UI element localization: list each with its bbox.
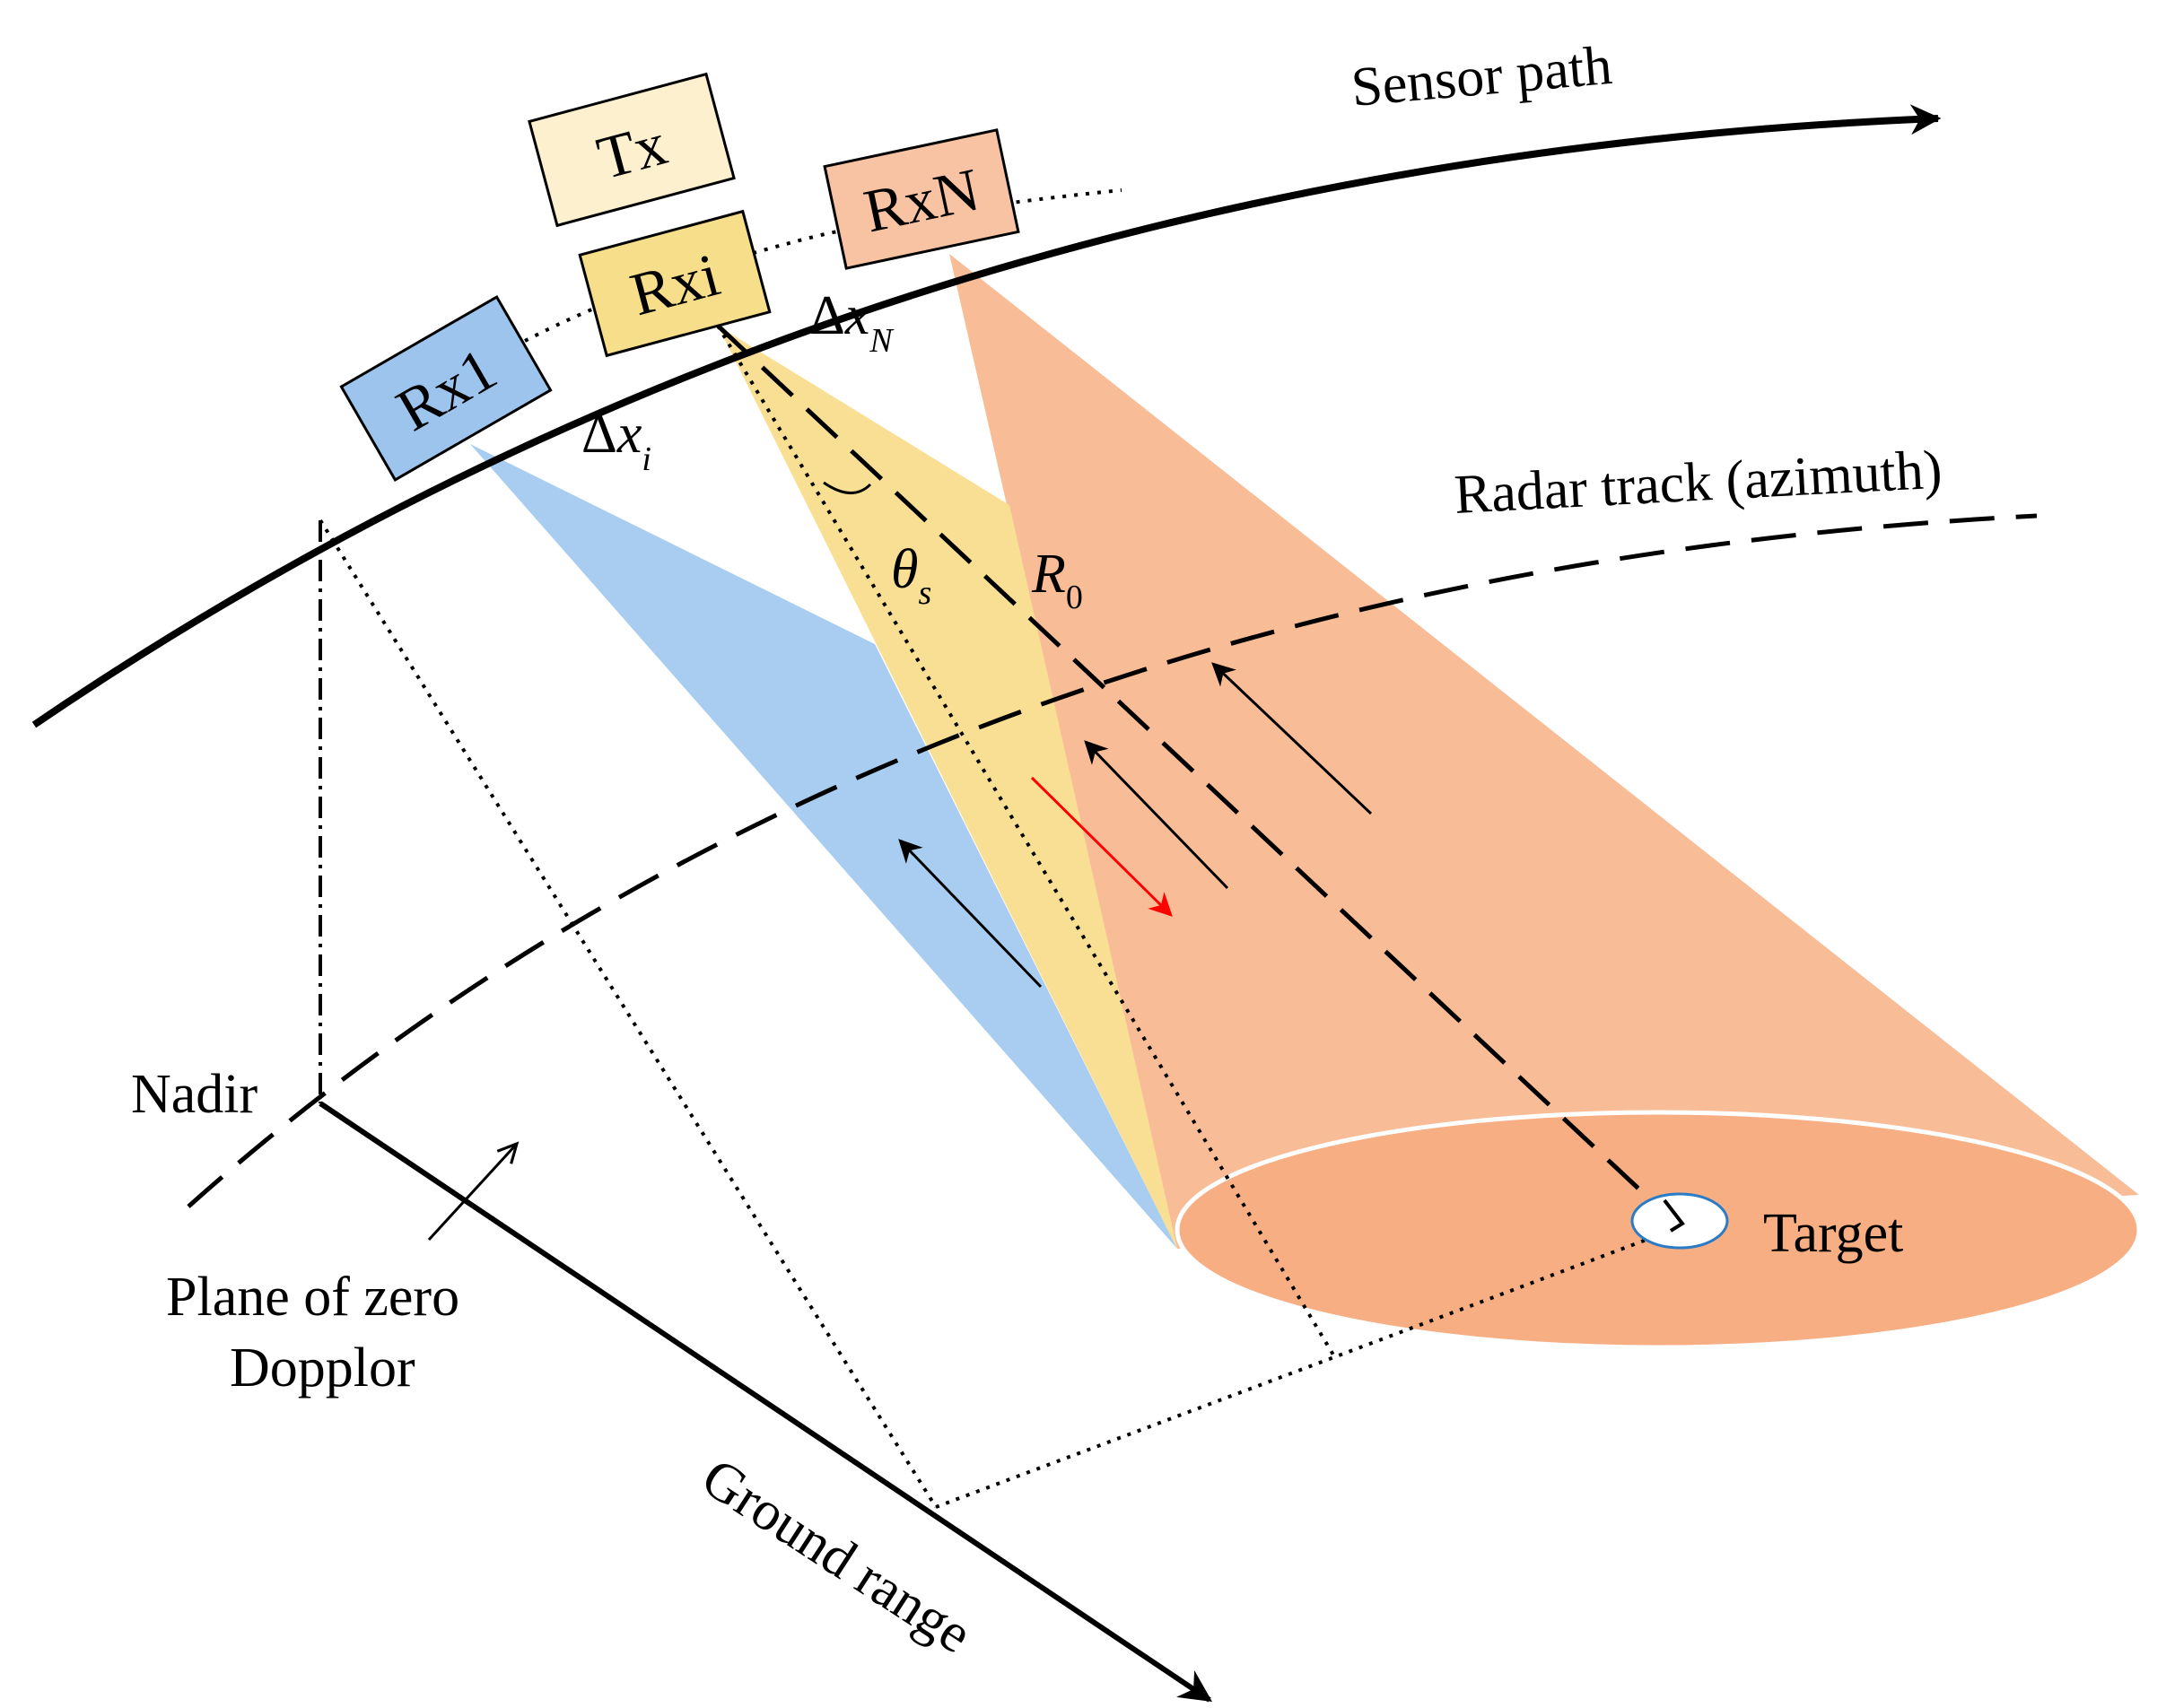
rxn-beam <box>949 254 2139 1249</box>
rx1-box: Rx1 <box>339 294 553 483</box>
echo-arrow-3 <box>1211 662 1373 815</box>
radar-track-label: Radar track (azimuth) <box>1453 440 1943 526</box>
theta-s-label: θs <box>891 539 931 612</box>
target-label: Target <box>1763 1203 1903 1264</box>
slant-dotted-line <box>319 518 938 1509</box>
theta-angle-arc <box>823 481 872 494</box>
tx-box: Tx <box>528 72 736 228</box>
receiver-baseline <box>524 188 1122 343</box>
sensor-path-curve <box>31 104 1942 728</box>
target-corner-mark <box>1663 1198 1685 1233</box>
nadir-label: Nadir <box>131 1064 258 1125</box>
sensor-path-label: Sensor path <box>1349 35 1614 118</box>
transmit-arrow <box>1030 776 1173 917</box>
plane-indicator-arrow <box>427 1141 520 1242</box>
ground-projection-line <box>935 1225 1681 1509</box>
ground-range-label: Ground range <box>691 1447 982 1666</box>
r0-slant-range-line <box>716 324 1681 1229</box>
rxn-box: RxN <box>823 128 1020 270</box>
ground-range-axis <box>319 1101 1212 1703</box>
plane-label-line1: Plane of zero <box>166 1267 459 1328</box>
r0-label: R0 <box>1031 544 1083 616</box>
echo-arrow-1 <box>898 839 1043 989</box>
delta-xi-label: Δxi <box>581 404 651 478</box>
radar-track-curve <box>187 513 2038 1208</box>
delta-xn-label: ΔxN <box>809 285 895 360</box>
plane-label-line2: Dopplor <box>230 1338 415 1399</box>
rxi-beam <box>718 326 1177 1249</box>
rxi-box: Rxi <box>578 209 772 358</box>
echo-arrow-2 <box>1084 740 1229 890</box>
rx1-beam <box>470 444 1177 1249</box>
